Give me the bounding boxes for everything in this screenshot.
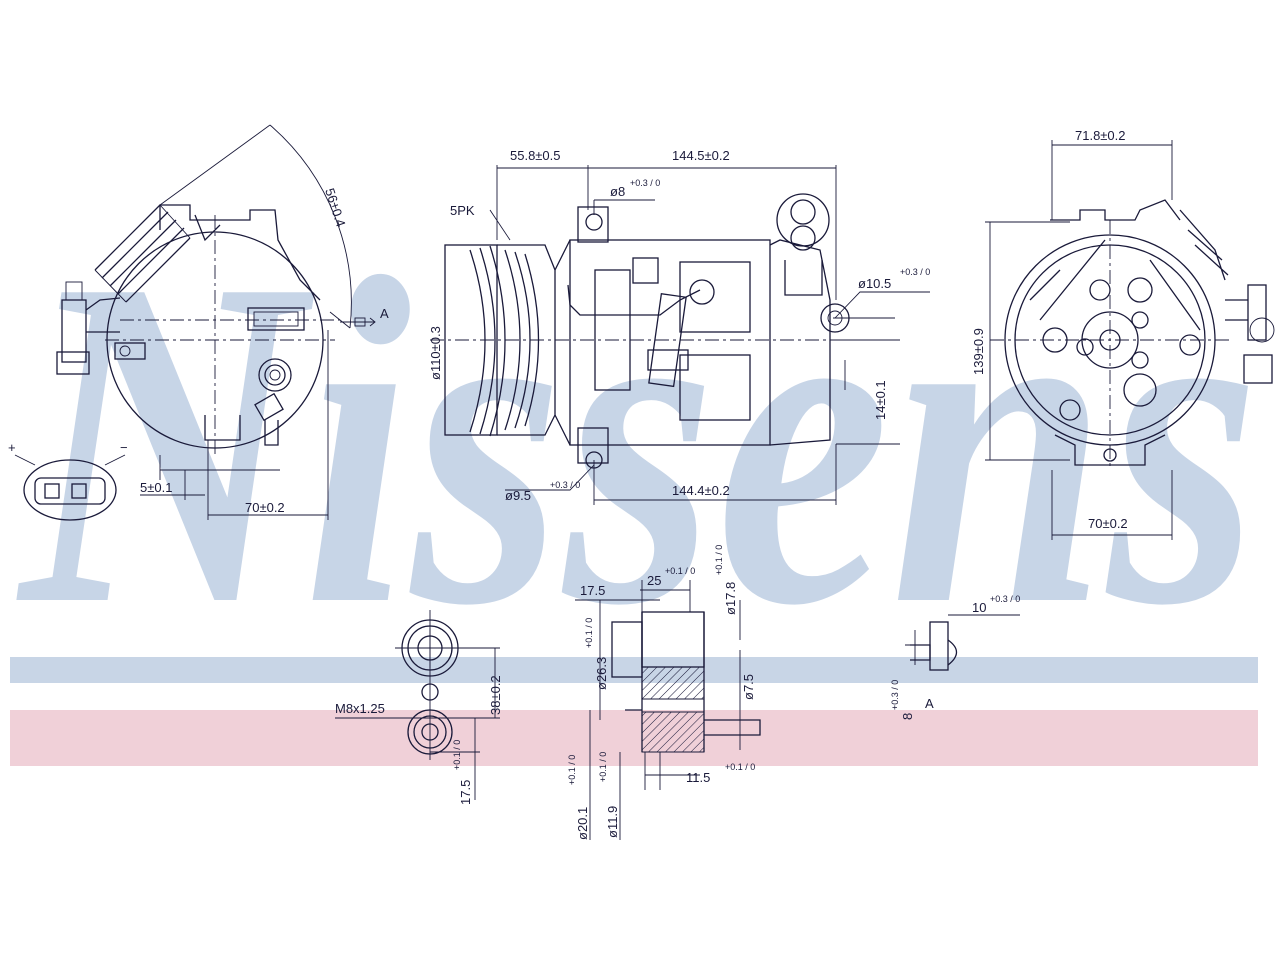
- left-ref-a-label: A: [380, 306, 389, 321]
- dim-14: 14±0.1: [873, 380, 888, 420]
- sec-phi20-1-tol: +0.1 / 0: [567, 755, 577, 785]
- dim-144-5: 144.5±0.2: [672, 148, 730, 163]
- sec-phi17-8: ø17.8: [723, 582, 738, 615]
- detA-10: 10: [972, 600, 986, 615]
- dim-139: 139±0.9: [971, 328, 986, 375]
- compressor-body: [569, 239, 771, 446]
- left-arc-dimension: [269, 124, 352, 329]
- dim-5pk: 5PK: [450, 203, 475, 218]
- dim-phi10-5-tol: +0.3 / 0: [900, 267, 930, 277]
- detA-8-tol: +0.3 / 0: [890, 680, 900, 710]
- dim-70-right: 70±0.2: [1088, 516, 1128, 531]
- dim-71-8: 71.8±0.2: [1075, 128, 1126, 143]
- sec-phi20-1: ø20.1: [575, 807, 590, 840]
- sec-17-5: 17.5: [580, 583, 605, 598]
- middle-view: 55.8±0.5 144.5±0.2 ø8 +0.3 / 0 5PK ø110±…: [428, 148, 930, 505]
- fit-m8: M8x1.25: [335, 701, 385, 716]
- left-plug-socket: [23, 459, 117, 521]
- sec-phi17-8-tol: +0.1 / 0: [714, 545, 724, 575]
- sec-25-tol: +0.1 / 0: [665, 566, 695, 576]
- dim-phi9-5-tol: +0.3 / 0: [550, 480, 580, 490]
- plus-sign: +: [8, 440, 16, 455]
- sec-phi26-3: ø26.3: [594, 657, 609, 690]
- detA-10-tol: +0.3 / 0: [990, 594, 1020, 604]
- dim-55-8: 55.8±0.5: [510, 148, 561, 163]
- dim-phi110: ø110±0.3: [428, 326, 443, 380]
- fit-17-5-tol: +0.1 / 0: [452, 740, 462, 770]
- sec-11-5: 11.5: [686, 770, 710, 785]
- detA-label: A: [925, 696, 934, 711]
- sec-25: 25: [647, 573, 661, 588]
- dim-phi10-5: ø10.5: [858, 276, 891, 291]
- section-detail: 17.5 25 +0.1 / 0 ø17.8 +0.1 / 0 ø26.3 +0…: [567, 545, 761, 840]
- left-view: 56±0.4 A 5±0.1 70±0.2 + −: [8, 124, 389, 521]
- fit-17-5: 17.5: [458, 780, 473, 805]
- sec-phi11-9: ø11.9: [605, 806, 620, 838]
- right-view: 71.8±0.2 139±0.9 70±0.2: [971, 128, 1275, 540]
- sec-11-5-tol: +0.1 / 0: [725, 762, 755, 772]
- watermark-band-blue: [10, 657, 1258, 683]
- watermark-band-red: [10, 710, 1258, 766]
- left-window: [247, 307, 305, 331]
- dim-144-4: 144.4±0.2: [672, 483, 730, 498]
- sec-phi11-9-tol: +0.1 / 0: [598, 752, 608, 782]
- detA-8: 8: [900, 713, 915, 720]
- dim-phi8-tol: +0.3 / 0: [630, 178, 660, 188]
- detail-a: 10 +0.3 / 0 8 +0.3 / 0 A: [890, 594, 1020, 720]
- top-fitting: [776, 193, 830, 247]
- left-70-label: 70±0.2: [245, 500, 285, 515]
- sec-phi26-3-tol: +0.1 / 0: [584, 618, 594, 648]
- dim-phi9-5: ø9.5: [505, 488, 531, 503]
- left-fitting: [258, 358, 292, 392]
- fitting-detail: 38±0.2 M8x1.25 17.5 +0.1 / 0: [335, 610, 503, 805]
- left-5-label: 5±0.1: [140, 480, 172, 495]
- watermark: Nissens: [10, 181, 1260, 766]
- fit-38: 38±0.2: [488, 675, 503, 715]
- watermark-logo-text: Nissens: [14, 181, 1260, 702]
- dim-phi8: ø8: [610, 184, 625, 199]
- sec-phi7-5: ø7.5: [741, 674, 756, 700]
- minus-sign: −: [120, 440, 128, 455]
